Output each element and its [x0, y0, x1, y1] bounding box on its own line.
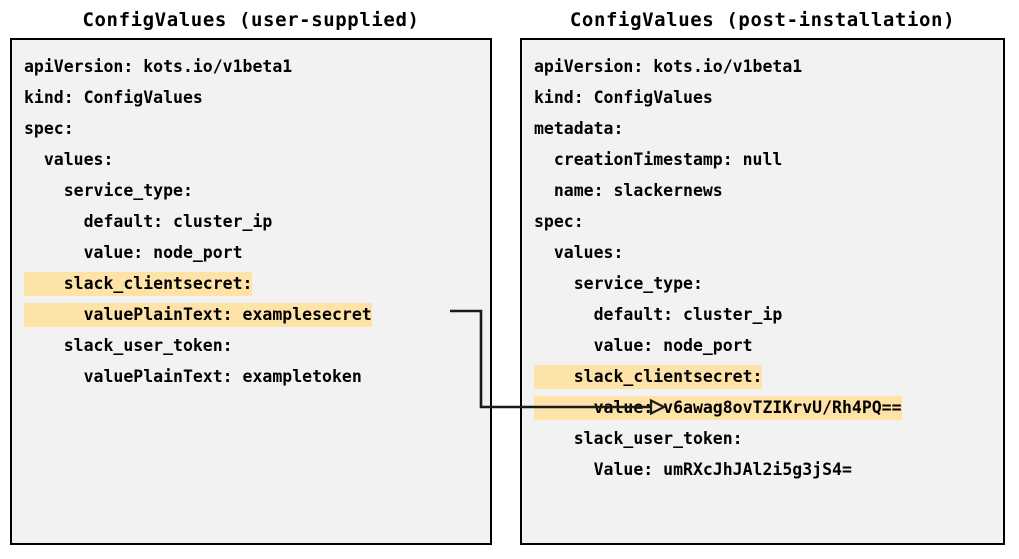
right-config-line-text: spec: — [534, 212, 584, 231]
left-config-line: slack_user_token: — [24, 330, 486, 361]
left-config-line-text: default: cluster_ip — [24, 212, 273, 231]
right-config-line: default: cluster_ip — [534, 299, 999, 330]
right-config-line: creationTimestamp: null — [534, 144, 999, 175]
left-config-line-text: service_type: — [24, 181, 193, 200]
left-config-line: valuePlainText: exampletoken — [24, 361, 486, 392]
left-config-line: slack_clientsecret: — [24, 268, 486, 299]
left-config-line-text: values: — [24, 150, 114, 169]
left-config-line-text: spec: — [24, 119, 74, 138]
right-panel-title: ConfigValues (post-installation) — [569, 9, 956, 31]
right-config-line-text: service_type: — [534, 274, 703, 293]
left-config-box: apiVersion: kots.io/v1beta1 kind: ConfigV… — [10, 38, 492, 545]
right-config-line: slack_user_token: — [534, 423, 999, 454]
left-config-line-text: slack_clientsecret: — [24, 272, 253, 296]
left-config-line-text: apiVersion: kots.io/v1beta1 — [24, 57, 293, 76]
right-config-line-text: value: node_port — [534, 336, 753, 355]
right-config-line: spec: — [534, 206, 999, 237]
right-config-line: metadata: — [534, 113, 999, 144]
right-config-line: kind: ConfigValues — [534, 82, 999, 113]
right-config-line-text: creationTimestamp: null — [534, 150, 783, 169]
right-config-line: apiVersion: kots.io/v1beta1 — [534, 51, 999, 82]
right-config-line-text: name: slackernews — [534, 181, 723, 200]
right-config-line: slack_clientsecret: — [534, 361, 999, 392]
right-config-line: name: slackernews — [534, 175, 999, 206]
left-config-line: values: — [24, 144, 486, 175]
right-config-line-text: kind: ConfigValues — [534, 88, 713, 107]
left-config-line: spec: — [24, 113, 486, 144]
right-config-box: apiVersion: kots.io/v1beta1 kind: ConfigV… — [520, 38, 1005, 545]
right-config-lines: apiVersion: kots.io/v1beta1 kind: ConfigV… — [534, 51, 999, 485]
right-config-line: values: — [534, 237, 999, 268]
left-config-line-text: slack_user_token: — [24, 336, 233, 355]
left-config-line: valuePlainText: examplesecret — [24, 299, 486, 330]
left-config-line: service_type: — [24, 175, 486, 206]
right-config-line: value: v6awag8ovTZIKrvU/Rh4PQ== — [534, 392, 999, 423]
left-config-line-text: valuePlainText: exampletoken — [24, 367, 362, 386]
left-panel-title: ConfigValues (user-supplied) — [82, 9, 420, 31]
right-config-line-text: slack_user_token: — [534, 429, 743, 448]
right-config-line: Value: umRXcJhJAl2i5g3jS4= — [534, 454, 999, 485]
right-config-line-text: slack_clientsecret: — [534, 365, 763, 389]
right-config-line: value: node_port — [534, 330, 999, 361]
right-config-line-text: values: — [534, 243, 624, 262]
left-config-lines: apiVersion: kots.io/v1beta1 kind: ConfigV… — [24, 51, 486, 392]
right-config-line-text: default: cluster_ip — [534, 305, 783, 324]
right-config-line: service_type: — [534, 268, 999, 299]
right-config-line-text: Value: umRXcJhJAl2i5g3jS4= — [534, 460, 852, 479]
left-config-line-text: value: node_port — [24, 243, 243, 262]
left-config-line-text: valuePlainText: examplesecret — [24, 303, 372, 327]
right-config-line-text: metadata: — [534, 119, 624, 138]
left-config-line-text: kind: ConfigValues — [24, 88, 203, 107]
left-config-line: apiVersion: kots.io/v1beta1 — [24, 51, 486, 82]
left-config-line: default: cluster_ip — [24, 206, 486, 237]
right-config-line-text: apiVersion: kots.io/v1beta1 — [534, 57, 803, 76]
right-config-line-text: value: v6awag8ovTZIKrvU/Rh4PQ== — [534, 396, 902, 420]
left-config-line: value: node_port — [24, 237, 486, 268]
left-config-line: kind: ConfigValues — [24, 82, 486, 113]
